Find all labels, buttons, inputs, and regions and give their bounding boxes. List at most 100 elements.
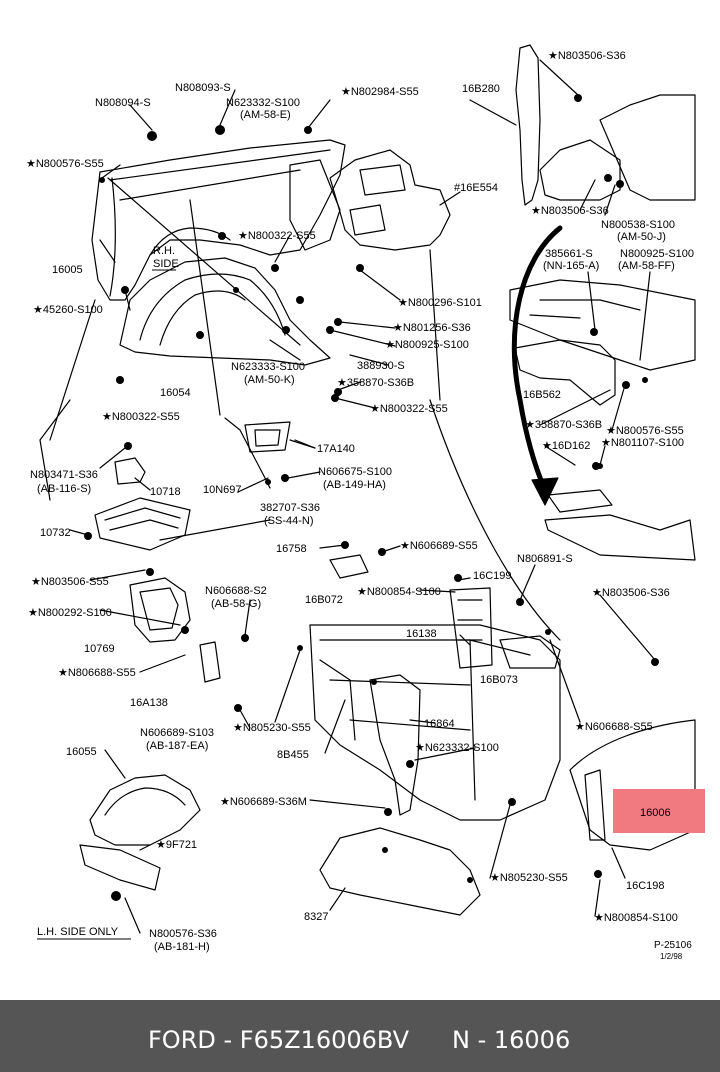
label-45260: ★45260-S100 xyxy=(33,304,103,316)
bracket-17A140 xyxy=(244,421,291,453)
label-ss44n: (SS-44-N) xyxy=(264,515,314,527)
apron-16E554 xyxy=(329,149,451,251)
dash-panel xyxy=(309,624,561,821)
label-n801107: ★N801107-S100 xyxy=(601,437,685,449)
label-am58e: (AM-58-E) xyxy=(240,109,291,121)
label-am50k: (AM-50-K) xyxy=(244,374,295,386)
bracket-16B280 xyxy=(515,44,541,206)
label-9f721: ★9F721 xyxy=(156,839,198,851)
label-n623333: N623333-S100 xyxy=(231,361,306,373)
label-n623332-s100-a: N623332-S100 xyxy=(226,97,301,109)
label-am58ff: (AM-58-FF) xyxy=(618,260,675,272)
label-n803506-s36-r: ★N803506-S36 xyxy=(592,587,670,599)
footer-part-number: FORD - F65Z16006BV xyxy=(148,1026,410,1054)
direction-arrow xyxy=(511,225,563,493)
shield-16B562 xyxy=(514,339,616,406)
label-10732: 10732 xyxy=(40,527,71,539)
label-8b455: 8B455 xyxy=(277,749,309,761)
label-ab116s: (AB-116-S) xyxy=(37,483,92,495)
label-n800538: N800538-S100 xyxy=(601,219,676,231)
bracket-16B072 xyxy=(329,554,369,579)
label-16758: 16758 xyxy=(276,543,307,555)
splash-shield-16054 xyxy=(119,257,331,366)
label-16b073: 16B073 xyxy=(480,674,518,686)
label-16138: 16138 xyxy=(406,628,437,640)
label-n800322-s55-b: ★N800322-S55 xyxy=(102,411,180,423)
label-ab149ha: (AB-149-HA) xyxy=(323,479,386,491)
label-358870-s36b-b: ★358870-S36B xyxy=(525,419,603,431)
label-n623332-s100-b: ★N623332-S100 xyxy=(415,742,499,754)
label-16054: 16054 xyxy=(160,387,191,399)
label-n806891: N806891-S xyxy=(517,553,573,565)
label-16b280: 16B280 xyxy=(462,83,500,95)
label-10769: 10769 xyxy=(84,643,115,655)
label-nn165a: (NN-165-A) xyxy=(543,260,600,272)
label-n806688-s55: ★N806688-S55 xyxy=(58,667,136,679)
label-16864: 16864 xyxy=(424,718,455,730)
label-8327: 8327 xyxy=(304,911,329,923)
label-ab58g: (AB-58-G) xyxy=(211,598,262,610)
label-am50j: (AM-50-J) xyxy=(617,231,666,243)
shield-8327 xyxy=(319,827,481,916)
label-n808094: N808094-S xyxy=(95,97,151,109)
label-385661: 385661-S xyxy=(545,248,593,260)
label-n803506-s36-mid: ★N803506-S36 xyxy=(531,205,609,217)
bracket-16138 xyxy=(449,587,493,669)
label-16c199: 16C199 xyxy=(473,570,512,582)
label-n800854-s100-b: ★N800854-S100 xyxy=(594,912,678,924)
label-n800854-s100-a: ★N800854-S100 xyxy=(357,586,441,598)
pad-16D162 xyxy=(547,489,613,513)
label-16b072: 16B072 xyxy=(305,594,343,606)
label-n803506-s36-top: ★N803506-S36 xyxy=(548,50,626,62)
label-n802984: ★N802984-S55 xyxy=(341,86,419,98)
label-16006-highlighted: 16006 xyxy=(640,807,671,819)
label-16a138: 16A138 xyxy=(130,697,168,709)
label-n800925-s100-m: ★N800925-S100 xyxy=(385,339,469,351)
label-n606689-s36m: ★N606689-S36M xyxy=(220,796,307,808)
bracket-16B073 xyxy=(499,635,561,669)
label-n801256: ★N801256-S36 xyxy=(393,322,471,334)
label-date: 1/2/98 xyxy=(660,952,683,961)
label-16055: 16055 xyxy=(66,746,97,758)
footer-bar: FORD - F65Z16006BV N - 16006 xyxy=(0,1000,720,1072)
label-n606675: N606675-S100 xyxy=(318,466,393,478)
fender-16005 xyxy=(91,139,346,301)
battery-tray-10769 xyxy=(129,577,191,643)
label-n800322-s55-a: ★N800322-S55 xyxy=(238,230,316,242)
label-n606689-s103: N606689-S103 xyxy=(140,727,215,739)
label-382707: 382707-S36 xyxy=(260,502,320,514)
label-10718: 10718 xyxy=(150,486,181,498)
label-rh: R.H. xyxy=(153,245,175,257)
footer-ref: N - 16006 xyxy=(452,1026,571,1054)
strip-9F721 xyxy=(79,844,161,891)
highlight-16006 xyxy=(613,789,705,833)
label-n805230-s55-b: ★N805230-S55 xyxy=(490,872,568,884)
label-side: SIDE xyxy=(153,258,179,270)
label-lh-side-only: L.H. SIDE ONLY xyxy=(37,926,119,938)
bracket-16A138 xyxy=(199,641,221,683)
label-n606689-s55: ★N606689-S55 xyxy=(400,540,478,552)
label-ab181h: (AB-181-H) xyxy=(154,941,210,953)
label-n805230-s55-a: ★N805230-S55 xyxy=(233,722,311,734)
label-p25106: P-25106 xyxy=(654,940,692,951)
fender-16006 xyxy=(569,719,696,851)
label-n803506-s55: ★N803506-S55 xyxy=(31,576,109,588)
splash-shield-16055 xyxy=(89,774,201,846)
label-n800925-s100-r: N800925-S100 xyxy=(620,248,695,260)
label-n800576-s36: N800576-S36 xyxy=(149,928,217,940)
tray-10732 xyxy=(94,497,191,551)
label-16e554: #16E554 xyxy=(454,182,499,194)
label-16b562: 16B562 xyxy=(523,389,561,401)
exploded-parts-diagram xyxy=(37,44,696,940)
label-ab187ea: (AB-187-EA) xyxy=(146,740,209,752)
block-10718 xyxy=(114,457,146,485)
label-388930: 388930-S xyxy=(357,360,405,372)
label-16d162: ★16D162 xyxy=(542,440,591,452)
label-n800576-s55-r: ★N800576-S55 xyxy=(606,425,684,437)
label-358870-s36b-a: ★358870-S36B xyxy=(337,377,415,389)
label-16005: 16005 xyxy=(52,264,83,276)
label-16c198: 16C198 xyxy=(626,880,665,892)
label-n800296: ★N800296-S101 xyxy=(398,297,482,309)
label-n800292: ★N800292-S100 xyxy=(28,607,112,619)
